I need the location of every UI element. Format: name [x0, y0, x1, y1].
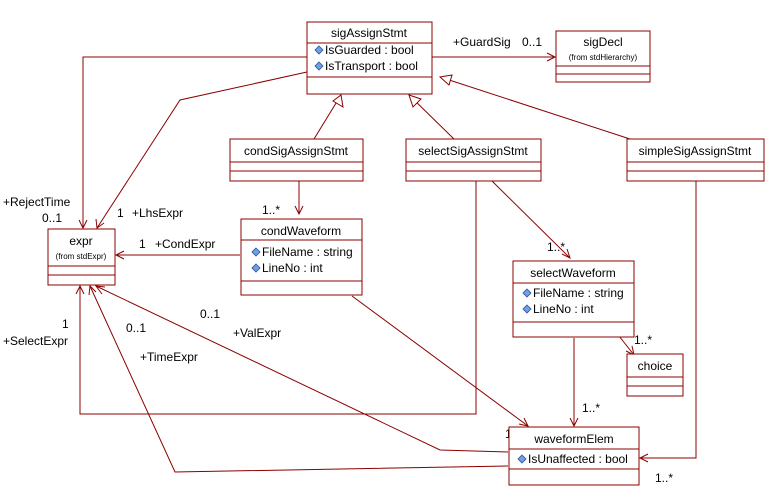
class-package: (from stdHierarchy)	[569, 53, 638, 62]
attribute-diamond-icon	[522, 288, 532, 298]
attribute-diamond-icon	[522, 304, 532, 314]
class-expr[interactable]: expr (from stdExpr)	[47, 228, 116, 286]
assoc-arrowhead	[638, 453, 649, 463]
class-name: waveformElem	[533, 432, 613, 446]
class-selectwaveform[interactable]: selectWaveform FileName : string LineNo …	[512, 260, 635, 338]
class-name: condWaveform	[261, 224, 341, 238]
class-name: simpleSigAssignStmt	[639, 144, 752, 158]
generalization-arrowhead	[438, 74, 453, 86]
class-simplesigassignstmt[interactable]: simpleSigAssignStmt	[626, 138, 765, 182]
class-package: (from stdExpr)	[56, 252, 107, 261]
assoc-arrowhead	[114, 250, 125, 260]
label-condexpr-mult: 1	[139, 237, 146, 251]
label-valexpr-mult: 0..1	[200, 307, 220, 321]
generalization-simple	[439, 76, 631, 140]
class-condwaveform[interactable]: condWaveform FileName : string LineNo : …	[240, 218, 363, 296]
generalization-arrowhead	[332, 94, 344, 108]
assoc-arrowhead	[294, 205, 304, 216]
attribute-diamond-icon	[251, 263, 261, 273]
class-name: sigAssignStmt	[331, 26, 408, 40]
assoc-selectwaveform	[491, 180, 571, 259]
assoc-arrowhead	[95, 218, 105, 229]
assoc-arrowhead	[88, 284, 97, 296]
class-name: selectSigAssignStmt	[418, 144, 528, 158]
class-waveformelem[interactable]: waveformElem IsUnaffected : bool	[508, 426, 640, 486]
class-sigdecl[interactable]: sigDecl (from stdHierarchy)	[555, 30, 651, 83]
assoc-arrowhead	[569, 417, 579, 428]
attribute-diamond-icon	[314, 61, 324, 71]
label-guardsig: +GuardSig	[453, 35, 511, 49]
attribute: IsGuarded : bool	[325, 43, 414, 57]
attribute-diamond-icon	[251, 247, 261, 257]
assoc-valexpr	[95, 285, 509, 453]
attribute: LineNo : int	[262, 261, 323, 275]
label-lhsexpr: +LhsExpr	[132, 206, 183, 220]
label-waveformelem-mult-1: 1..*	[582, 401, 600, 415]
label-rejecttime: +RejectTime	[3, 195, 71, 209]
assoc-arrowhead	[78, 219, 88, 230]
class-name: expr	[69, 234, 92, 248]
class-condsigassignstmt[interactable]: condSigAssignStmt	[229, 138, 364, 182]
label-selectwaveform-mult: 1..*	[547, 240, 565, 254]
label-timeexpr-mult: 0..1	[126, 321, 146, 335]
attribute-diamond-icon	[314, 45, 324, 55]
assoc-timeexpr	[89, 285, 509, 473]
attribute: IsTransport : bool	[325, 59, 418, 73]
assoc-arrowhead	[75, 284, 85, 295]
label-condexpr: +CondExpr	[155, 237, 215, 251]
attribute: IsUnaffected : bool	[528, 452, 628, 466]
class-name: sigDecl	[583, 35, 622, 49]
class-choice[interactable]: choice	[626, 353, 684, 397]
assoc-lhsexpr	[96, 71, 308, 229]
label-selectexpr: +SelectExpr	[3, 334, 68, 348]
label-valexpr: +ValExpr	[233, 326, 281, 340]
label-guardsig-mult: 0..1	[522, 35, 542, 49]
label-timeexpr: +TimeExpr	[140, 350, 198, 364]
class-sigassignstmt[interactable]: sigAssignStmt IsGuarded : bool IsTranspo…	[306, 21, 433, 95]
label-choice-mult: 1..*	[634, 333, 652, 347]
assoc-arrowhead	[546, 52, 557, 62]
assoc-simple-waveformelem	[640, 181, 697, 459]
attribute: FileName : string	[262, 245, 353, 259]
attribute: LineNo : int	[533, 302, 594, 316]
assoc-cond-waveformelem	[351, 295, 529, 427]
attribute: FileName : string	[533, 286, 624, 300]
class-name: condSigAssignStmt	[244, 144, 349, 158]
assoc-arrowhead	[94, 285, 106, 295]
assoc-rejecttime	[82, 56, 307, 228]
label-selectexpr-mult: 1	[62, 317, 69, 331]
label-condwaveform-mult: 1..*	[262, 203, 280, 217]
generalization-arrowhead	[408, 94, 422, 108]
assoc-arrowhead	[561, 248, 571, 259]
class-selectsigassignstmt[interactable]: selectSigAssignStmt	[405, 138, 542, 182]
label-rejecttime-mult: 0..1	[42, 211, 62, 225]
class-name: selectWaveform	[530, 266, 616, 280]
label-waveformelem-mult-3: 1..*	[655, 471, 673, 485]
class-name: choice	[638, 359, 673, 373]
assoc-arrowhead	[518, 417, 529, 427]
assoc-selectexpr	[79, 180, 477, 415]
label-lhsexpr-mult: 1	[117, 206, 124, 220]
attribute-diamond-icon	[517, 454, 527, 464]
